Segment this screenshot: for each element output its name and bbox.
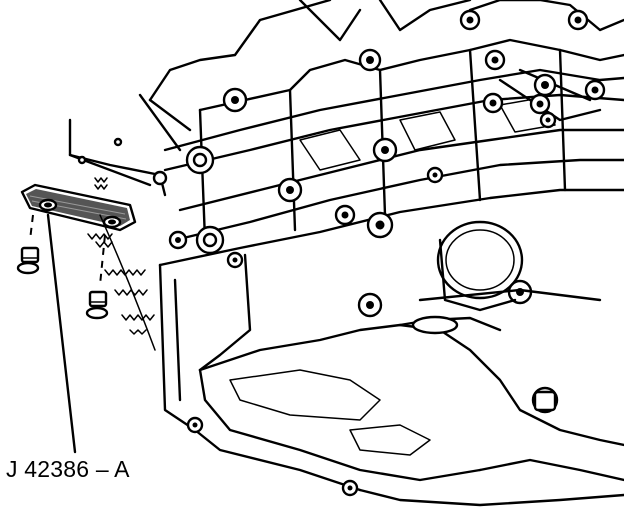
rear-seal-opening — [411, 220, 524, 335]
callout-leader — [46, 213, 77, 454]
bolt-bosses — [168, 9, 606, 318]
gasket-strips — [87, 177, 156, 351]
alignment-tool — [20, 183, 137, 232]
side-flange — [68, 118, 168, 197]
oil-pan-body — [158, 253, 624, 507]
tool-bolts — [16, 214, 109, 320]
tool-callout-label: J 42386 – A — [6, 456, 130, 482]
